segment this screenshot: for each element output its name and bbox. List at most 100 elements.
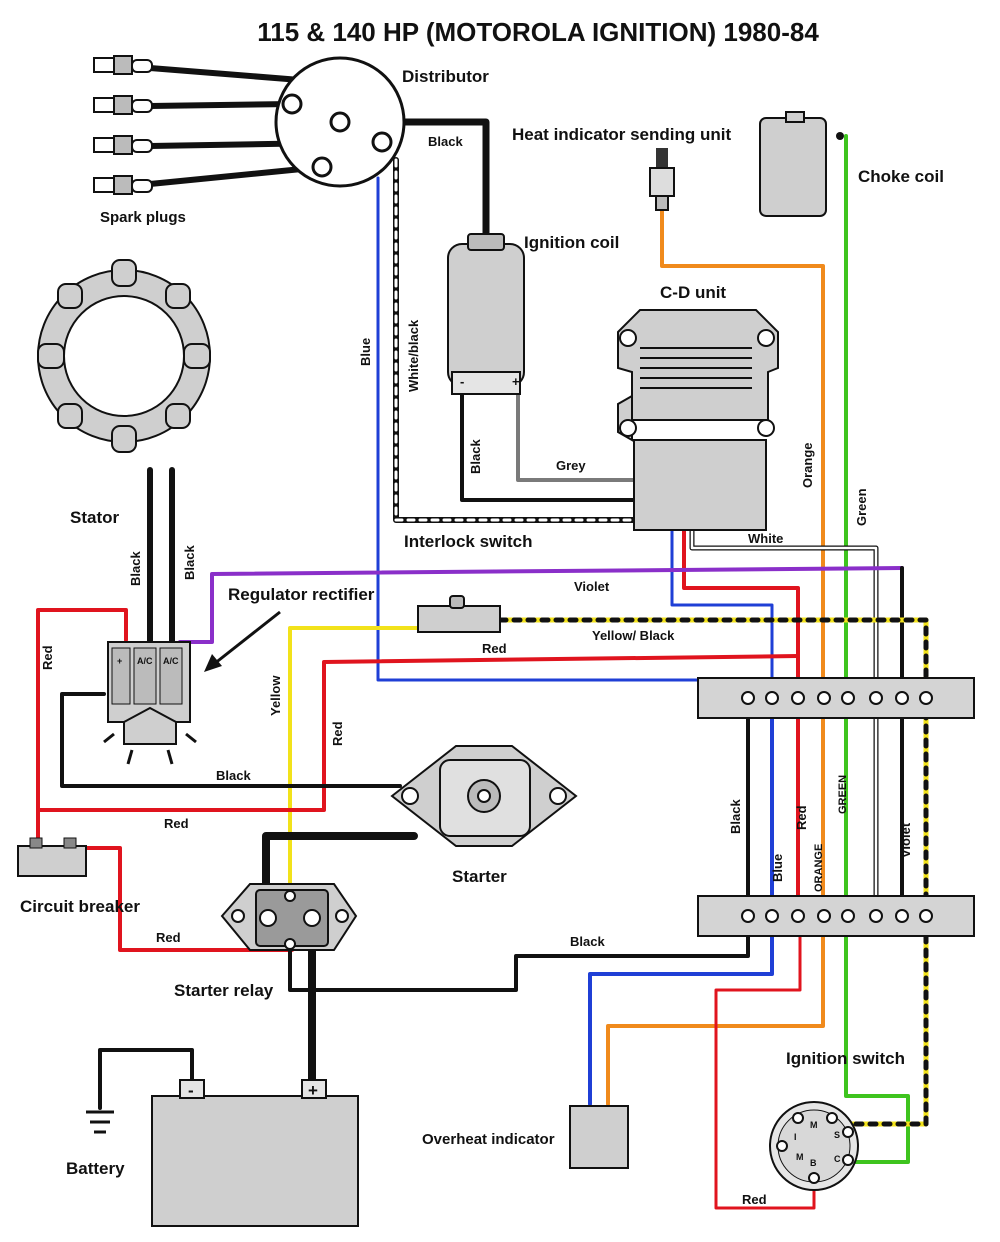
spark-plug xyxy=(93,55,153,75)
sw-i-mark: I xyxy=(794,1132,797,1142)
ignition-switch xyxy=(769,1101,859,1191)
starter xyxy=(390,745,578,847)
stator xyxy=(37,259,211,453)
spark-plug xyxy=(93,175,153,195)
wire-orange xyxy=(606,208,825,1106)
wire-label-black-dist: Black xyxy=(428,134,463,149)
wire-blue-dist xyxy=(376,176,774,682)
wire-label-red-vert: Red xyxy=(330,721,345,746)
spark-plugs-label: Spark plugs xyxy=(100,209,186,226)
circuit-breaker xyxy=(17,837,87,877)
wire-white-black-inner xyxy=(394,158,642,522)
wire-black-relay xyxy=(288,698,750,992)
harness-label-green: GREEN xyxy=(837,775,849,814)
wire-label-yellow: Yellow xyxy=(268,675,283,716)
wire-label-stator-black-1: Black xyxy=(128,551,143,586)
wire-label-green: Green xyxy=(854,488,869,526)
terminal-strip-upper xyxy=(697,677,975,719)
ignition-switch-label: Ignition switch xyxy=(786,1049,905,1068)
choke-coil-label: Choke coil xyxy=(858,167,944,186)
cd-unit xyxy=(617,309,779,531)
regulator-rectifier-label: Regulator rectifier xyxy=(228,585,375,604)
harness-label-red: Red xyxy=(794,805,809,830)
ignition-coil xyxy=(447,233,525,395)
wire-label-black-reg: Black xyxy=(216,768,251,783)
pointer-arrow xyxy=(213,610,281,666)
sw-m2-mark: M xyxy=(796,1152,804,1162)
diagram-title: 115 & 140 HP (MOTOROLA IGNITION) 1980-84 xyxy=(257,17,819,47)
wire-violet xyxy=(178,566,904,644)
choke-coil xyxy=(759,111,844,217)
bat-neg-mark: - xyxy=(188,1081,194,1100)
stator-label: Stator xyxy=(70,508,120,527)
wire-yellow-black-stripe xyxy=(497,617,929,1127)
wire-green xyxy=(844,134,910,1164)
wire-label-red-reg: Red xyxy=(164,816,189,831)
plug-lead-2 xyxy=(147,101,295,109)
wire-label-white-black: White/black xyxy=(406,319,421,392)
wire-black-coil xyxy=(460,390,638,502)
wire-label-red-mid: Red xyxy=(482,641,507,656)
distributor xyxy=(274,56,406,188)
regulator-rectifier xyxy=(103,641,197,765)
heat-sender-label: Heat indicator sending unit xyxy=(512,125,731,144)
sw-m1-mark: M xyxy=(810,1120,818,1130)
reg-ac2-mark: A/C xyxy=(163,656,179,666)
wire-label-red-switch: Red xyxy=(742,1192,767,1207)
wire-label-black-relay: Black xyxy=(570,934,605,949)
ground-symbol-icon xyxy=(86,1110,114,1134)
starter-label: Starter xyxy=(452,867,507,886)
wire-battery-neg xyxy=(98,1048,194,1110)
spark-plug xyxy=(93,95,153,115)
plug-lead-4 xyxy=(147,164,325,187)
plug-lead-1 xyxy=(147,65,303,83)
wire-label-white: White xyxy=(748,531,783,546)
starter-relay-label: Starter relay xyxy=(174,981,274,1000)
wire-red-cd xyxy=(682,528,800,918)
starter-relay xyxy=(220,883,358,951)
wire-label-violet: Violet xyxy=(574,579,610,594)
circuit-breaker-label: Circuit breaker xyxy=(20,897,140,916)
harness-label-orange: ORANGE xyxy=(813,844,825,892)
wire-label-stator-black-2: Black xyxy=(182,545,197,580)
spark-plug xyxy=(93,135,153,155)
interlock-switch-label: Interlock switch xyxy=(404,532,532,551)
coil-neg-mark: - xyxy=(460,374,464,389)
harness-label-black: Black xyxy=(728,799,743,834)
overheat-indicator xyxy=(569,1105,629,1169)
cd-unit-label: C-D unit xyxy=(660,283,726,302)
ignition-coil-label: Ignition coil xyxy=(524,233,619,252)
distributor-label: Distributor xyxy=(402,67,489,86)
sw-c-mark: C xyxy=(834,1154,841,1164)
wire-label-grey: Grey xyxy=(556,458,586,473)
heat-indicator-sending-unit xyxy=(649,148,675,211)
wire-red-switch xyxy=(714,914,816,1210)
wire-label-blue-vertical: Blue xyxy=(358,338,373,366)
wire-label-black-coil: Black xyxy=(468,439,483,474)
interlock-switch xyxy=(417,595,501,633)
spark-plugs xyxy=(93,55,153,195)
battery-label: Battery xyxy=(66,1159,125,1178)
sw-s-mark: S xyxy=(834,1130,840,1140)
coil-pos-mark: + xyxy=(512,374,520,389)
sw-b-mark: B xyxy=(810,1158,817,1168)
wire-yellow xyxy=(288,626,420,896)
wire-label-yellow-black: Yellow/ Black xyxy=(592,628,675,643)
reg-ac1-mark: A/C xyxy=(137,656,153,666)
wire-label-red-breaker: Red xyxy=(156,930,181,945)
harness-label-blue: Blue xyxy=(770,854,785,882)
bat-pos-mark: + xyxy=(308,1081,318,1100)
wire-black-reg xyxy=(60,692,402,788)
terminal-strip-lower xyxy=(697,895,975,937)
harness-label-violet: Violet xyxy=(898,822,913,858)
battery xyxy=(151,1079,359,1227)
wire-grey xyxy=(516,390,638,482)
pointer-arrow-head xyxy=(204,654,222,672)
wire-label-red-left: Red xyxy=(40,645,55,670)
overheat-indicator-label: Overheat indicator xyxy=(422,1131,555,1148)
wire-label-orange: Orange xyxy=(800,442,815,488)
wire-blue-overheat xyxy=(588,694,774,1106)
wire-white-inner xyxy=(690,526,878,916)
reg-plus-mark: + xyxy=(117,656,122,666)
